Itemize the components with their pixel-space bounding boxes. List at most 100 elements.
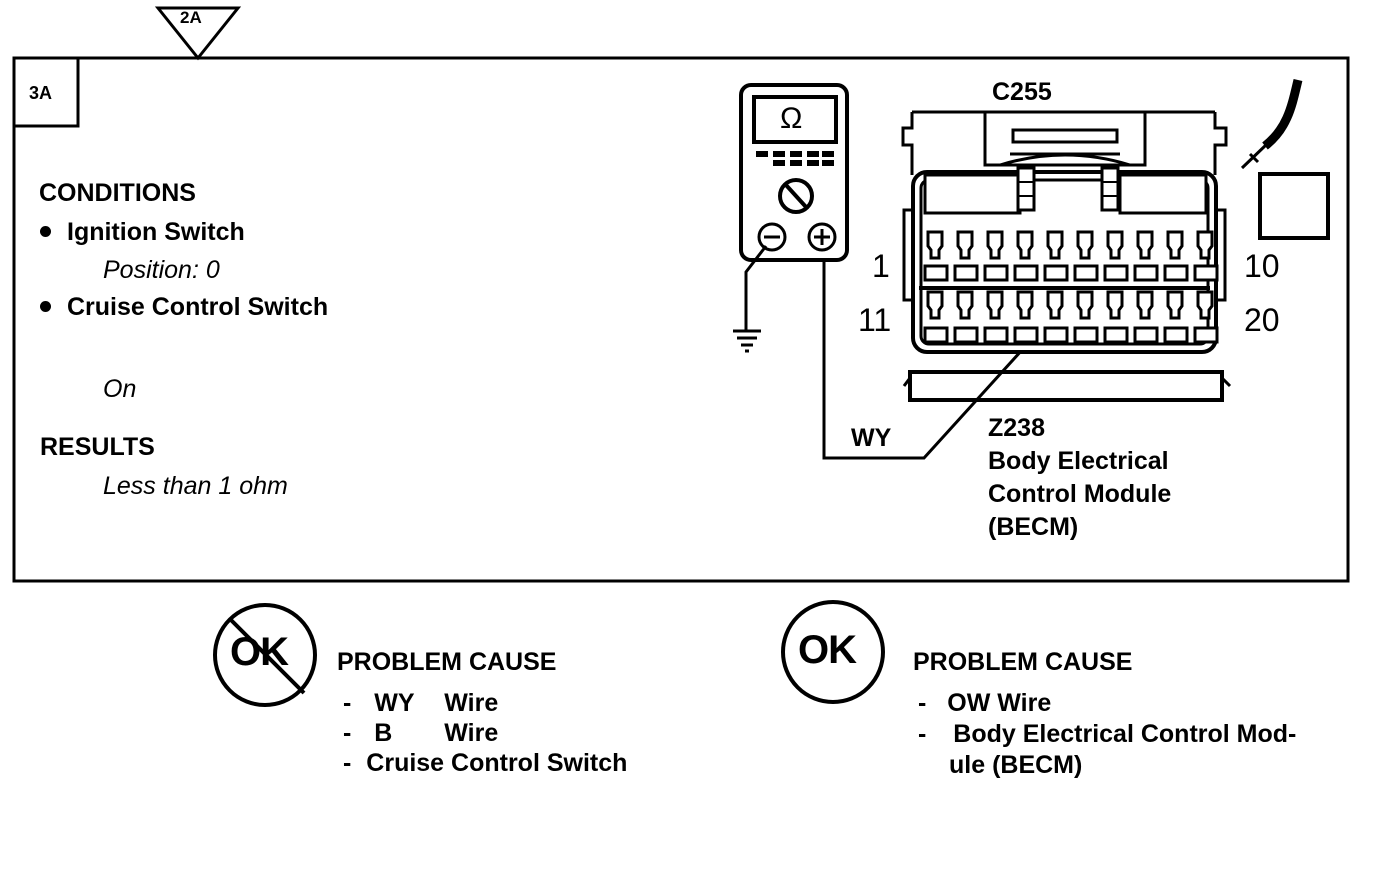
ground-icon xyxy=(733,329,761,353)
step-marker-prev-label: 2A xyxy=(180,8,202,27)
connector-pin xyxy=(1046,290,1064,320)
connector-pin xyxy=(1166,230,1184,260)
ohm-symbol: Ω xyxy=(780,102,803,135)
ground-lead xyxy=(744,245,768,330)
ok-heading: PROBLEM CAUSE xyxy=(913,648,1133,676)
connector-pin xyxy=(1016,290,1034,320)
wy-test-lead xyxy=(822,262,1024,460)
connector-pin-socket xyxy=(1073,264,1099,282)
results-value: Less than 1 ohm xyxy=(103,472,288,500)
connector-c255-drawing xyxy=(901,110,1232,402)
dash: - xyxy=(343,689,352,717)
wire-label: WY xyxy=(851,424,892,452)
module-label: Z238 Body Electrical Control Module (BEC… xyxy=(988,412,1171,544)
condition-item-cruise: Cruise Control Switch xyxy=(40,293,328,322)
condition-value-ignition: Position: 0 xyxy=(103,256,220,284)
list-item: - WY Wire xyxy=(343,688,627,718)
cause-text: OW Wire xyxy=(947,689,1052,717)
probe-tip xyxy=(1240,142,1269,170)
step-marker-triangle xyxy=(154,6,242,61)
connector-pin xyxy=(1196,230,1214,260)
connector-pin-socket xyxy=(923,326,949,344)
list-item: - Cruise Control Switch xyxy=(343,748,627,778)
connector-pin xyxy=(1016,230,1034,260)
connector-pin-socket xyxy=(923,264,949,282)
not-ok-cause-list: - WY Wire - B Wire - Cruise Control Switch xyxy=(343,688,627,778)
connector-pin-socket xyxy=(1133,264,1159,282)
connector-pin-socket xyxy=(1193,264,1219,282)
dash: - xyxy=(918,689,927,717)
pin-label-1: 1 xyxy=(872,248,890,284)
condition-value-cruise: On xyxy=(103,375,137,403)
connector-pin-socket xyxy=(983,326,1009,344)
connector-pin xyxy=(956,230,974,260)
ok-icon xyxy=(781,600,885,704)
module-id: Z238 xyxy=(988,414,1045,442)
connector-name: C255 xyxy=(992,78,1052,106)
cause-code: WY xyxy=(374,689,415,717)
bullet-icon xyxy=(40,225,51,237)
step-frame xyxy=(12,56,1350,583)
connector-pin-socket xyxy=(953,326,979,344)
module-name-line3: (BECM) xyxy=(988,513,1079,541)
dash: - xyxy=(343,749,352,777)
connector-pin xyxy=(956,290,974,320)
pin-label-20: 20 xyxy=(1244,302,1280,338)
connector-pin-socket xyxy=(1193,326,1219,344)
connector-pin-socket xyxy=(1013,264,1039,282)
cause-label: Wire xyxy=(444,719,499,747)
connector-pin-socket xyxy=(1043,264,1069,282)
probe-cable xyxy=(1262,78,1303,150)
connector-pin xyxy=(1106,230,1124,260)
connector-pin xyxy=(1196,290,1214,320)
conditions-heading: CONDITIONS xyxy=(39,179,196,207)
module-name-line2: Control Module xyxy=(988,480,1172,508)
ok-cause-list: - OW Wire - Body Electrical Control Mod-… xyxy=(918,688,1296,781)
connector-pin-socket xyxy=(983,264,1009,282)
dash: - xyxy=(918,720,927,748)
condition-label: Ignition Switch xyxy=(67,218,245,246)
cause-label: Wire xyxy=(444,689,499,717)
multimeter-icon xyxy=(739,83,849,262)
results-heading: RESULTS xyxy=(40,433,155,461)
connector-pin-socket xyxy=(1163,326,1189,344)
not-ok-heading: PROBLEM CAUSE xyxy=(337,648,557,676)
pin-label-11: 11 xyxy=(858,302,892,338)
step-id-box xyxy=(14,58,80,128)
connector-pin xyxy=(926,230,944,260)
pin-label-10: 10 xyxy=(1244,248,1280,284)
condition-item-ignition: Ignition Switch xyxy=(40,218,245,247)
condition-label: Cruise Control Switch xyxy=(67,293,329,321)
connector-pin-socket xyxy=(1103,264,1129,282)
connector-view-inset xyxy=(1258,172,1330,240)
connector-pin-socket xyxy=(1133,326,1159,344)
not-ok-icon xyxy=(213,603,317,707)
list-item: - Body Electrical Control Mod- xyxy=(918,719,1296,750)
cause-code: B xyxy=(374,719,393,747)
list-item: - B Wire xyxy=(343,718,627,748)
connector-pin xyxy=(986,230,1004,260)
module-name-line1: Body Electrical xyxy=(988,447,1169,475)
connector-pin-socket xyxy=(953,264,979,282)
ok-icon-text: OK xyxy=(798,628,857,672)
connector-pin-socket xyxy=(1103,326,1129,344)
connector-pin xyxy=(1136,230,1154,260)
connector-pin-socket xyxy=(1043,326,1069,344)
not-ok-icon-text: OK xyxy=(230,630,289,674)
cause-text-continued: ule (BECM) xyxy=(949,751,1083,779)
connector-pin-socket xyxy=(1163,264,1189,282)
step-id-label: 3A xyxy=(29,83,53,103)
connector-pin xyxy=(1076,230,1094,260)
connector-pin xyxy=(1046,230,1064,260)
cause-label: Cruise Control Switch xyxy=(366,749,628,777)
connector-pin xyxy=(1166,290,1184,320)
dash: - xyxy=(343,719,352,747)
connector-pin xyxy=(1106,290,1124,320)
bullet-icon xyxy=(40,300,51,312)
connector-pin xyxy=(926,290,944,320)
connector-pin-socket xyxy=(1013,326,1039,344)
connector-pins xyxy=(923,230,1219,344)
cause-text: Body Electrical Control Mod- xyxy=(953,720,1297,748)
connector-pin xyxy=(1136,290,1154,320)
